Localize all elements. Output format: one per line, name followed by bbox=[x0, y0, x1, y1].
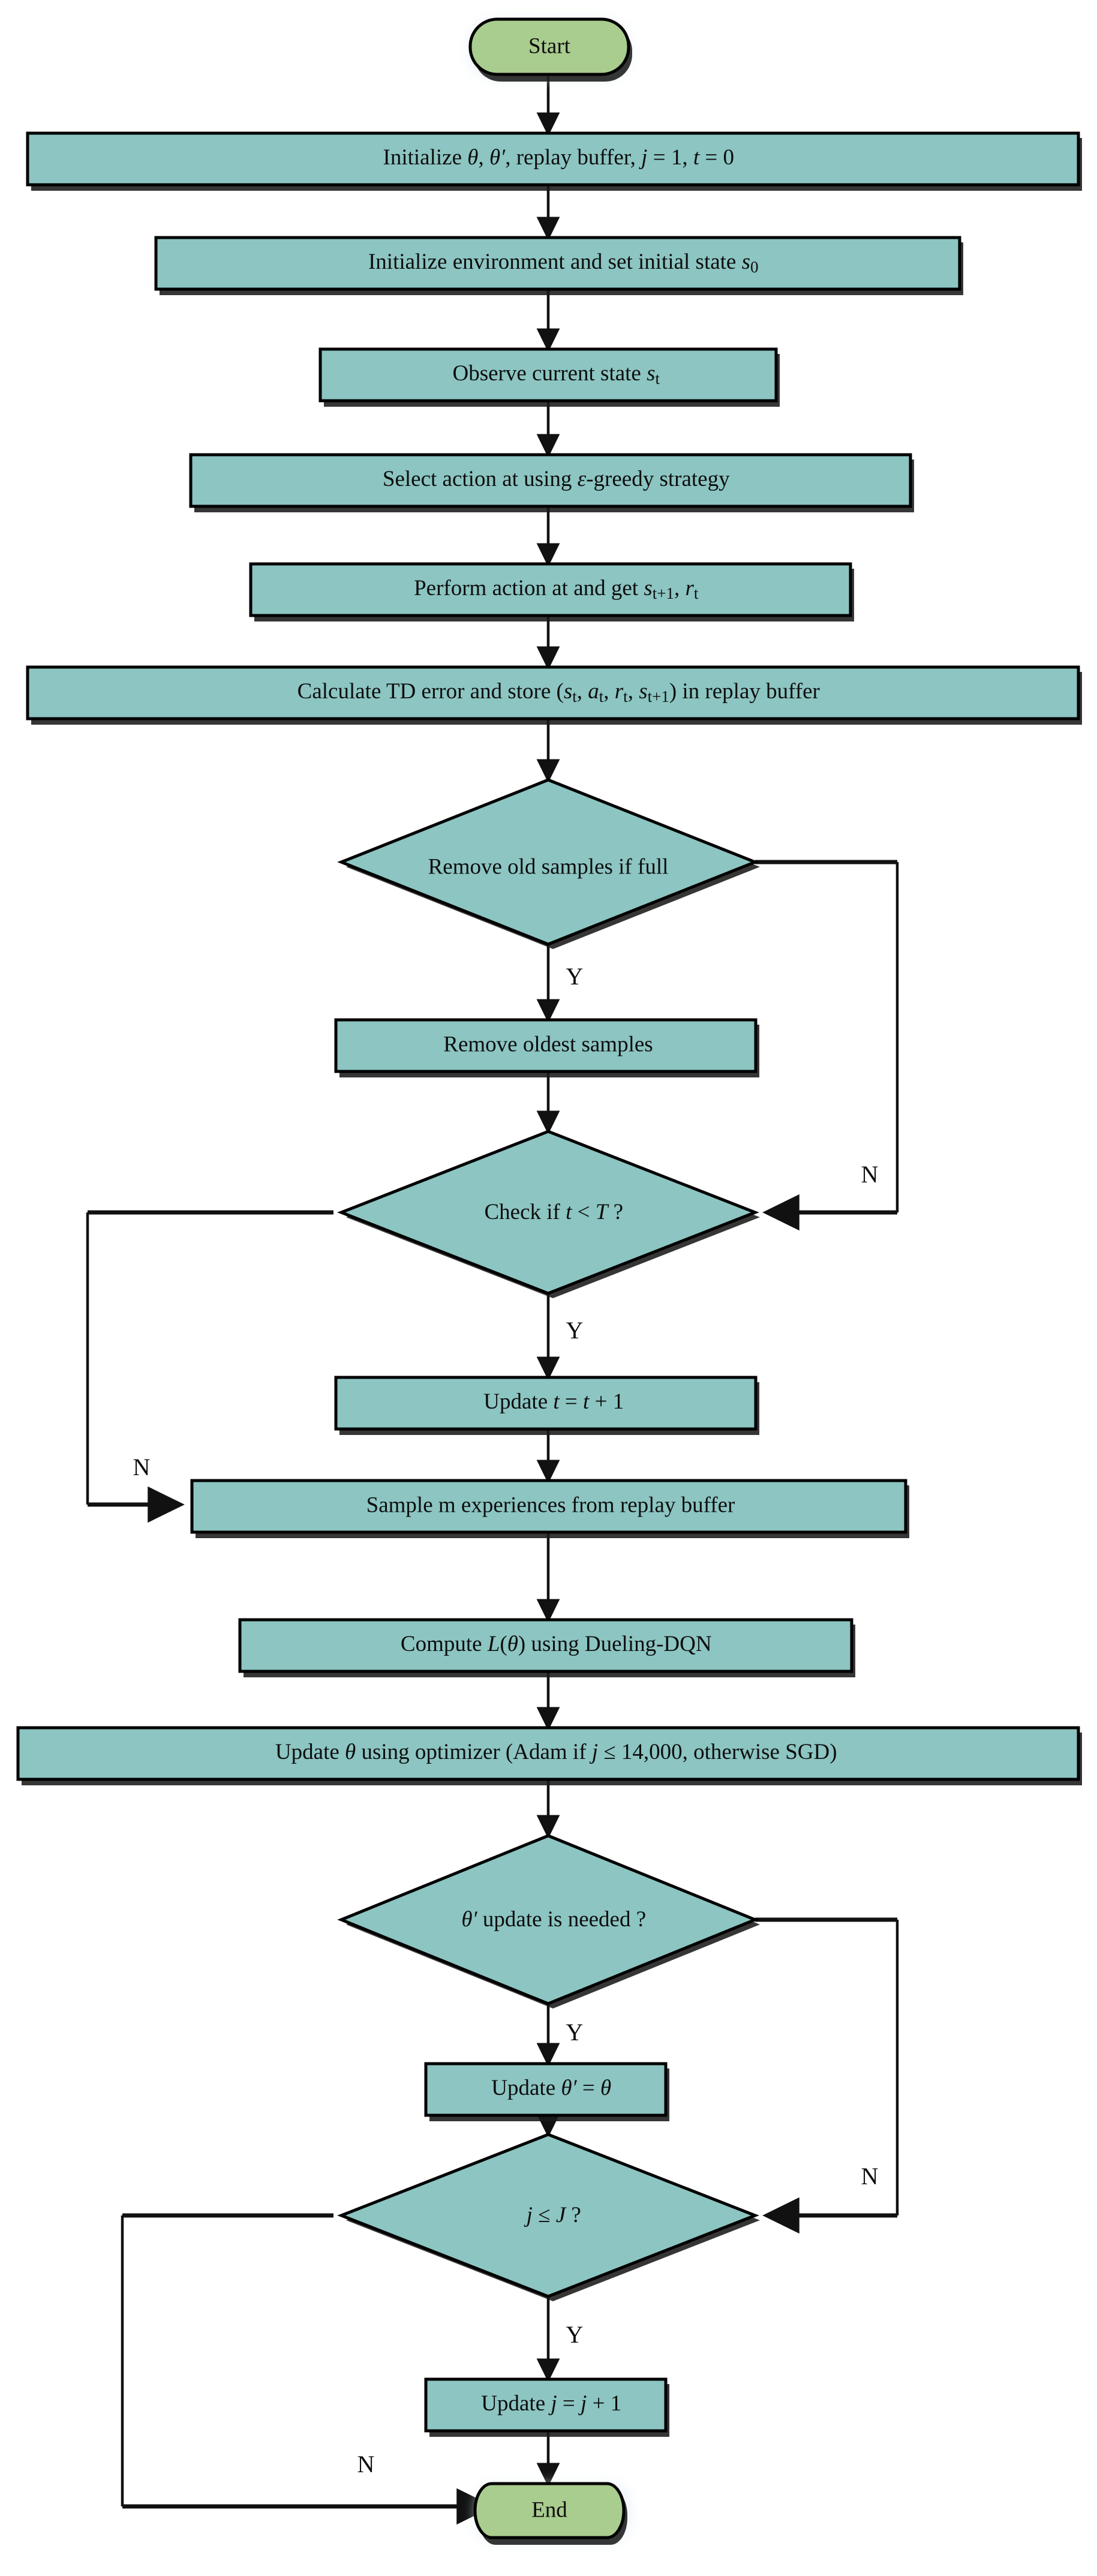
node-init-env[interactable]: Initialize environment and set initial s… bbox=[154, 236, 963, 295]
branch-label-check-t-yes: Y bbox=[566, 1317, 584, 1344]
node-theta-prime-check-label: θ′ update is needed ? bbox=[411, 1907, 685, 1932]
node-update-t-label: Update t = t + 1 bbox=[434, 1389, 663, 1414]
node-update-theta[interactable]: Update θ using optimizer (Adam if j ≤ 14… bbox=[16, 1726, 1082, 1785]
node-compute-loss[interactable]: Compute L(θ) using Dueling-DQN bbox=[238, 1618, 855, 1677]
node-update-theta-label: Update θ using optimizer (Adam if j ≤ 14… bbox=[226, 1740, 876, 1764]
node-select-action[interactable]: Select action at using ε-greedy strategy bbox=[189, 453, 914, 512]
node-observe-state-label: Observe current state st bbox=[402, 361, 699, 391]
node-init-env-label: Initialize environment and set initial s… bbox=[318, 250, 798, 279]
node-calc-td[interactable]: Calculate TD error and store (st, at, rt… bbox=[26, 665, 1082, 725]
node-remove-old-check[interactable]: Remove old samples if full bbox=[337, 778, 760, 949]
node-remove-old-check-label: Remove old samples if full bbox=[428, 854, 669, 879]
branch-label-theta-prime-no: N bbox=[861, 2163, 879, 2190]
branch-label-check-t-no: N bbox=[133, 1454, 151, 1481]
node-theta-prime-check[interactable]: θ′ update is needed ? bbox=[337, 1834, 760, 2008]
node-observe-state[interactable]: Observe current state st bbox=[318, 347, 780, 407]
node-sample-m[interactable]: Sample m experiences from replay buffer bbox=[190, 1479, 909, 1538]
node-start[interactable]: Start bbox=[468, 17, 632, 82]
node-calc-td-label: Calculate TD error and store (st, at, rt… bbox=[247, 679, 858, 705]
node-check-j-label: j ≤ J ? bbox=[476, 2203, 620, 2227]
node-compute-loss-label: Compute L(θ) using Dueling-DQN bbox=[351, 1632, 751, 1656]
node-sample-m-label: Sample m experiences from replay buffer bbox=[366, 1493, 735, 1517]
node-remove-oldest[interactable]: Remove oldest samples bbox=[334, 1018, 759, 1077]
branch-label-theta-prime-yes: Y bbox=[566, 2019, 584, 2046]
connector-layer bbox=[86, 74, 899, 2525]
node-update-theta-prime[interactable]: Update θ′ = θ bbox=[424, 2062, 669, 2121]
node-update-j-label: Update j = j + 1 bbox=[431, 2391, 660, 2416]
branch-label-layer: Y N Y N N Y Y N bbox=[133, 963, 879, 2478]
node-update-j[interactable]: Update j = j + 1 bbox=[424, 2377, 669, 2437]
node-perform-action-label: Perform action at and get st+1, rt bbox=[364, 576, 737, 605]
node-init-params[interactable]: Initialize θ, θ′, replay buffer, j = 1, … bbox=[26, 131, 1082, 191]
node-init-params-label: Initialize θ, θ′, replay buffer, j = 1, … bbox=[333, 145, 773, 170]
branch-label-check-j-no: N bbox=[357, 2451, 375, 2478]
node-check-j[interactable]: j ≤ J ? bbox=[337, 2133, 760, 2301]
node-update-t[interactable]: Update t = t + 1 bbox=[334, 1376, 759, 1435]
node-perform-action[interactable]: Perform action at and get st+1, rt bbox=[249, 562, 854, 622]
node-select-action-label: Select action at using ε-greedy strategy bbox=[333, 467, 769, 491]
node-check-t[interactable]: Check if t < T ? bbox=[337, 1130, 760, 1298]
node-end-label: End bbox=[531, 2497, 567, 2522]
node-end[interactable]: End bbox=[473, 2482, 631, 2545]
node-check-t-label: Check if t < T ? bbox=[434, 1200, 662, 1224]
node-remove-oldest-label: Remove oldest samples bbox=[443, 1032, 653, 1056]
node-start-label: Start bbox=[528, 34, 571, 58]
node-update-theta-prime-label: Update θ′ = θ bbox=[441, 2076, 650, 2100]
branch-label-remove-old-no: N bbox=[861, 1161, 879, 1188]
branch-label-remove-old-yes: Y bbox=[566, 963, 584, 990]
branch-label-check-j-yes: Y bbox=[566, 2321, 584, 2348]
